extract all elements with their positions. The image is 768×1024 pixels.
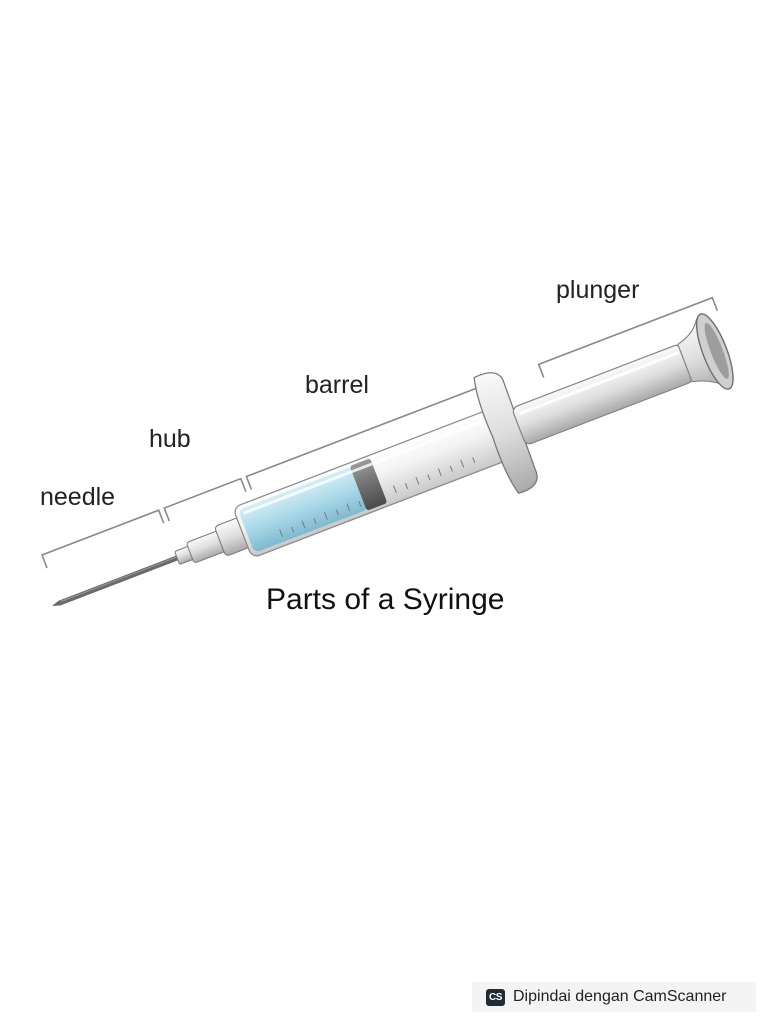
plunger xyxy=(512,313,734,445)
bracket-hub xyxy=(163,477,247,522)
bracket-plunger xyxy=(537,296,719,378)
fluid xyxy=(239,468,367,552)
camscanner-logo-icon: CS xyxy=(486,988,505,1006)
watermark-text: Dipindai dengan CamScanner xyxy=(513,988,727,1005)
syringe xyxy=(52,313,734,606)
hub xyxy=(174,517,250,565)
camscanner-watermark: CS Dipindai dengan CamScanner xyxy=(472,982,756,1012)
label-barrel: barrel xyxy=(305,371,369,399)
barrel-flange xyxy=(473,372,538,495)
bracket-needle xyxy=(40,509,165,569)
label-needle: needle xyxy=(40,483,115,511)
diagram-title: Parts of a Syringe xyxy=(266,583,504,616)
barrel xyxy=(234,409,510,557)
label-plunger: plunger xyxy=(556,276,639,304)
bracket-group xyxy=(40,296,719,569)
plunger-stopper xyxy=(350,459,387,510)
label-hub: hub xyxy=(149,425,191,453)
